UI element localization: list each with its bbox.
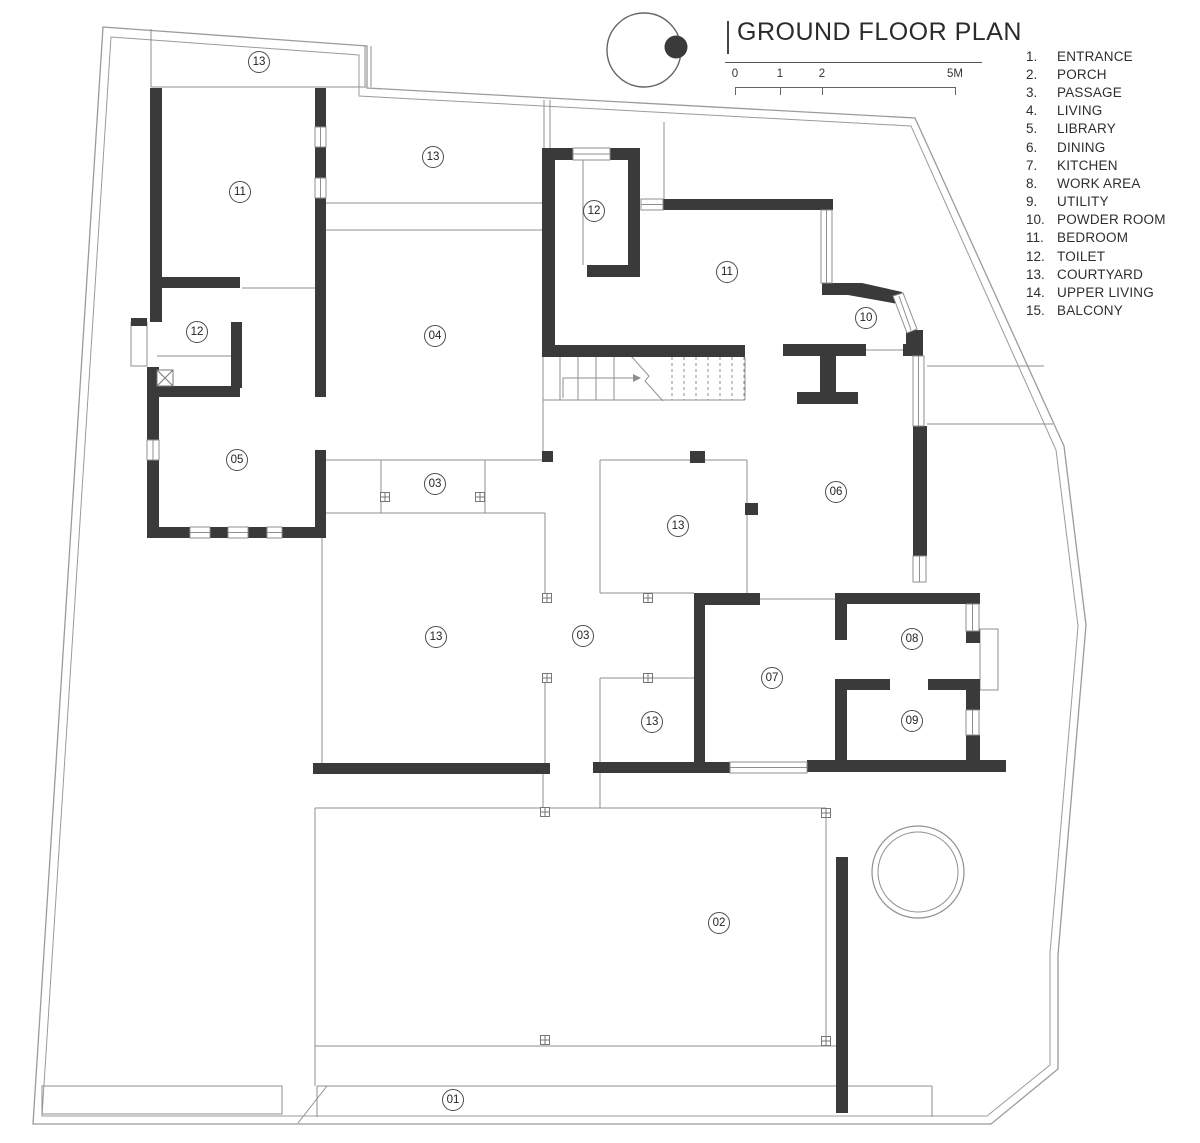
legend-item: 11. BEDROOM <box>1026 229 1166 247</box>
room-label-bedroom: 11 <box>229 181 251 203</box>
windows <box>146 126 980 774</box>
legend-item-number: 14. <box>1026 285 1045 301</box>
legend-item: 6. DINING <box>1026 138 1166 156</box>
legend-item-number: 8. <box>1026 175 1038 191</box>
legend-item-label: LIVING <box>1057 103 1103 119</box>
legend: 1. ENTRANCE 2. PORCH 3. PASSAGE 4. LIVIN… <box>1026 47 1166 320</box>
legend-item: 4. LIVING <box>1026 102 1166 120</box>
scale-bar: 0 1 2 5M <box>731 66 963 98</box>
legend-item-number: 15. <box>1026 303 1045 319</box>
legend-item-number: 3. <box>1026 84 1038 100</box>
room-label-courtyard: 13 <box>641 711 663 733</box>
legend-item-label: LIBRARY <box>1057 121 1116 137</box>
room-label-courtyard: 13 <box>425 626 447 648</box>
room-label-entrance: 01 <box>442 1089 464 1111</box>
site-boundary <box>32 26 1087 1125</box>
garden-well-icon <box>871 825 965 919</box>
room-label-living: 04 <box>424 325 446 347</box>
legend-item-label: UTILITY <box>1057 194 1109 210</box>
page-title: GROUND FLOOR PLAN <box>737 18 1022 46</box>
legend-item-number: 12. <box>1026 248 1045 264</box>
legend-item-label: TOILET <box>1057 248 1106 264</box>
title-tick <box>727 21 729 54</box>
scale-tick-mark <box>955 87 956 95</box>
room-label-bedroom: 11 <box>716 261 738 283</box>
legend-item: 3. PASSAGE <box>1026 83 1166 101</box>
legend-item: 13. COURTYARD <box>1026 265 1166 283</box>
legend-item-number: 1. <box>1026 48 1038 64</box>
room-label-dining: 06 <box>825 481 847 503</box>
legend-item: 2. PORCH <box>1026 65 1166 83</box>
legend-item: 15. BALCONY <box>1026 302 1166 320</box>
room-label-work-area: 08 <box>901 628 923 650</box>
scale-tick-mark <box>735 87 736 95</box>
legend-item-label: KITCHEN <box>1057 157 1118 173</box>
room-label-library: 05 <box>226 449 248 471</box>
room-label-passage: 03 <box>424 473 446 495</box>
washbasin-icon <box>156 369 174 387</box>
legend-item: 8. WORK AREA <box>1026 174 1166 192</box>
legend-item-label: DINING <box>1057 139 1106 155</box>
legend-item: 7. KITCHEN <box>1026 156 1166 174</box>
room-label-powder-room: 10 <box>855 307 877 329</box>
legend-item-number: 13. <box>1026 266 1045 282</box>
scale-tick-mark <box>822 87 823 95</box>
scale-tick-label: 1 <box>776 68 784 80</box>
legend-item-label: ENTRANCE <box>1057 48 1133 64</box>
scale-bar-line <box>735 87 955 88</box>
legend-item-label: WORK AREA <box>1057 175 1141 191</box>
scale-tick-mark <box>780 87 781 95</box>
legend-item-label: PASSAGE <box>1057 84 1122 100</box>
legend-item-number: 7. <box>1026 157 1038 173</box>
room-label-courtyard: 13 <box>667 515 689 537</box>
room-label-toilet: 12 <box>186 321 208 343</box>
scale-tick-label: 2 <box>818 68 826 80</box>
room-label-courtyard: 13 <box>422 146 444 168</box>
legend-item-number: 5. <box>1026 121 1038 137</box>
legend-item-number: 10. <box>1026 212 1045 228</box>
legend-item: 12. TOILET <box>1026 247 1166 265</box>
legend-item: 1. ENTRANCE <box>1026 47 1166 65</box>
legend-item-number: 2. <box>1026 66 1038 82</box>
legend-item-label: BEDROOM <box>1057 230 1129 246</box>
room-label-courtyard: 13 <box>248 51 270 73</box>
scale-tick-label: 5M <box>947 68 963 80</box>
site-and-floor-lines <box>41 29 1053 1124</box>
legend-item-label: PORCH <box>1057 66 1107 82</box>
legend-item: 10. POWDER ROOM <box>1026 211 1166 229</box>
legend-item-label: COURTYARD <box>1057 266 1144 282</box>
legend-item-number: 11. <box>1026 230 1044 246</box>
room-label-porch: 02 <box>708 912 730 934</box>
room-label-passage: 03 <box>572 625 594 647</box>
north-arrow-icon <box>606 12 688 88</box>
room-label-kitchen: 07 <box>761 667 783 689</box>
walls <box>131 88 1006 1113</box>
legend-item-number: 4. <box>1026 103 1038 119</box>
scale-tick-label: 0 <box>731 68 739 80</box>
room-label-toilet: 12 <box>583 200 605 222</box>
room-label-utility: 09 <box>901 710 923 732</box>
legend-item: 5. LIBRARY <box>1026 120 1166 138</box>
legend-item-label: POWDER ROOM <box>1057 212 1166 228</box>
legend-item-label: UPPER LIVING <box>1057 285 1154 301</box>
title-underline <box>725 62 982 63</box>
legend-item-number: 9. <box>1026 194 1038 210</box>
legend-item-label: BALCONY <box>1057 303 1123 319</box>
legend-item: 9. UTILITY <box>1026 193 1166 211</box>
legend-item: 14. UPPER LIVING <box>1026 283 1166 301</box>
legend-item-number: 6. <box>1026 139 1038 155</box>
